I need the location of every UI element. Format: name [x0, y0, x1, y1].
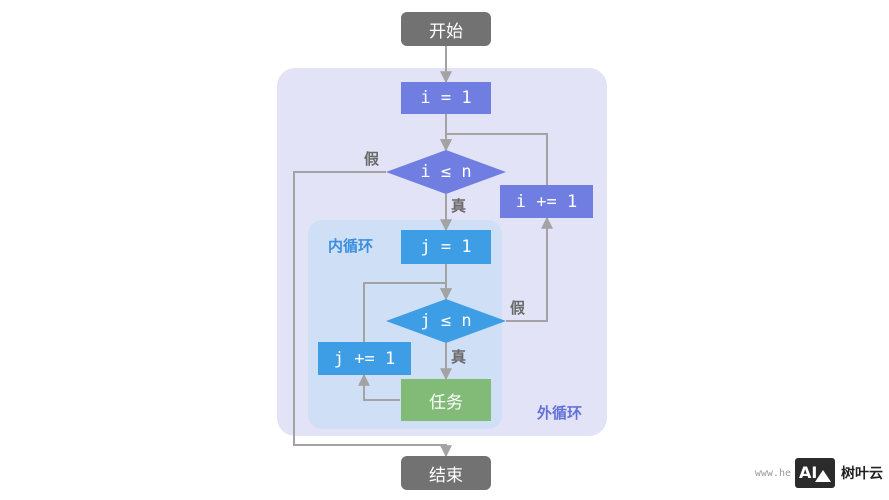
outer-true-label: 真 — [451, 197, 467, 215]
cond-i-label: i ≤ n — [420, 162, 472, 182]
edge-task-to-inc-j — [358, 373, 400, 401]
start-node: 开始 — [401, 12, 491, 46]
brand-logo-icon: AI — [795, 458, 835, 488]
edge-cond-i-false-to-end — [293, 171, 452, 458]
cond-i-diamond — [386, 150, 506, 194]
edge-inc-i-to-cond-i — [440, 133, 548, 185]
init-j-node: j = 1 — [401, 230, 491, 264]
inc-j-node: j += 1 — [318, 342, 411, 375]
task-node: 任务 — [401, 379, 491, 421]
cond-j-label: j ≤ n — [420, 311, 472, 331]
brand-logo-mountain-icon — [815, 470, 831, 482]
cond-j-diamond — [386, 299, 506, 343]
inner-loop-label: 内循环 — [328, 237, 374, 255]
watermark: www.he AI 树叶云 — [755, 458, 883, 488]
outer-loop-label: 外循环 — [537, 404, 583, 422]
watermark-url: www.he — [754, 467, 791, 479]
end-node: 结束 — [401, 456, 491, 490]
watermark-brand: 树叶云 — [841, 466, 883, 482]
edge-inc-j-to-cond-j — [363, 282, 452, 342]
init-i-node: i = 1 — [401, 82, 491, 114]
outer-false-label: 假 — [364, 150, 380, 168]
inc-i-node: i += 1 — [500, 185, 593, 218]
inner-false-label: 假 — [510, 299, 526, 317]
edge-cond-j-false-to-inc-i — [506, 216, 553, 322]
inner-true-label: 真 — [451, 348, 467, 366]
brand-logo-text: AI — [799, 463, 818, 482]
